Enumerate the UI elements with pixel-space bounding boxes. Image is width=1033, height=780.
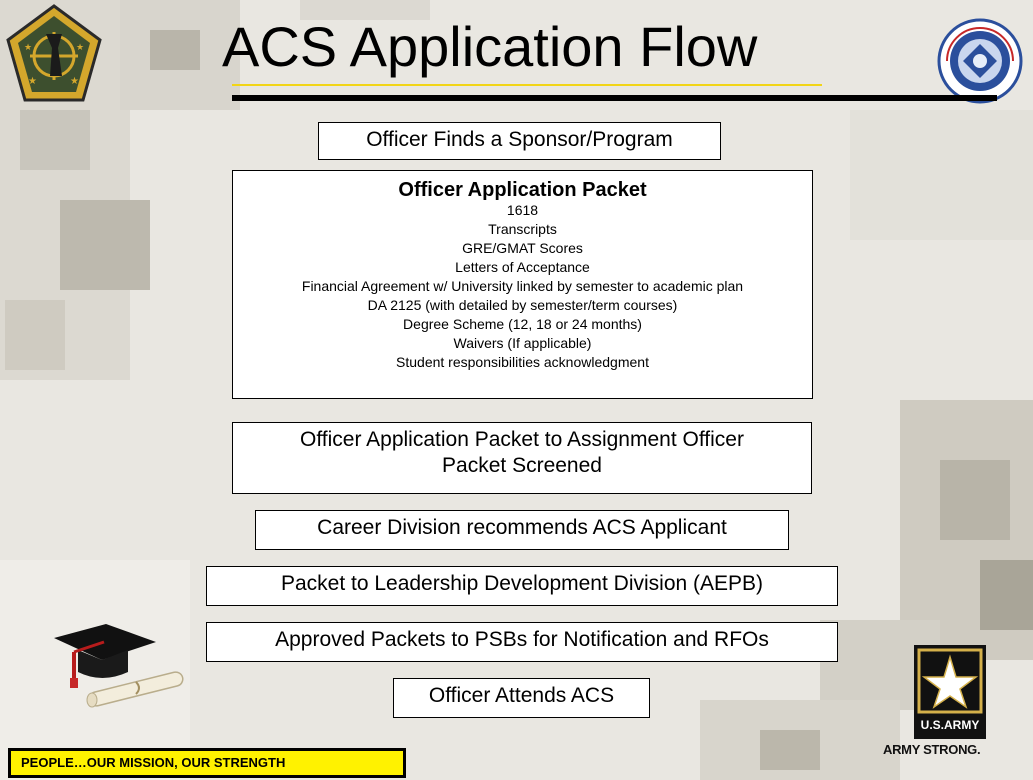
hrc-seal-emblem (937, 18, 1023, 104)
flow-step-approved-packets: Approved Packets to PSBs for Notificatio… (206, 622, 838, 662)
army-strong-tagline: ARMY STRONG. (883, 742, 981, 757)
flow-step-career-division: Career Division recommends ACS Applicant (255, 510, 789, 550)
packet-item: Financial Agreement w/ University linked… (301, 278, 744, 294)
flow-step-line: Packet Screened (442, 454, 602, 477)
diploma-scroll-icon (86, 671, 184, 708)
flow-step-application-packet: Officer Application Packet 1618 Transcri… (232, 170, 813, 399)
graduation-cap-icon (54, 624, 156, 688)
packet-item: Degree Scheme (12, 18 or 24 months) (403, 316, 642, 332)
svg-text:★: ★ (70, 76, 79, 87)
title-accent-line (232, 84, 822, 86)
svg-text:★: ★ (28, 76, 37, 87)
packet-item: Letters of Acceptance (455, 259, 590, 275)
packet-item: 1618 (506, 202, 539, 218)
packet-item: GRE/GMAT Scores (462, 240, 583, 256)
packet-item: Transcripts (488, 221, 557, 237)
flow-step-find-sponsor: Officer Finds a Sponsor/Program (318, 122, 721, 160)
army-pentagon-emblem: ★ ★ ★ ★ (6, 4, 102, 102)
page-title: ACS Application Flow (222, 15, 758, 78)
svg-text:★: ★ (24, 42, 32, 52)
us-army-logo-label: U.S.ARMY (920, 718, 980, 732)
title-underline (232, 95, 997, 101)
packet-item: DA 2125 (with detailed by semester/term … (367, 297, 678, 313)
flow-step-line: Officer Application Packet to Assignment… (300, 428, 744, 451)
footer-motto: PEOPLE…OUR MISSION, OUR STRENGTH (8, 748, 406, 778)
us-army-star-logo (914, 645, 986, 739)
packet-title: Officer Application Packet (398, 179, 647, 201)
flow-step-assignment-officer: Officer Application Packet to Assignment… (232, 422, 812, 494)
packet-item: Student responsibilities acknowledgment (396, 354, 649, 370)
packet-item: Waivers (If applicable) (453, 335, 592, 351)
svg-text:★: ★ (76, 42, 84, 52)
flow-step-officer-attends: Officer Attends ACS (393, 678, 650, 718)
flow-step-leadership-division: Packet to Leadership Development Divisio… (206, 566, 838, 606)
